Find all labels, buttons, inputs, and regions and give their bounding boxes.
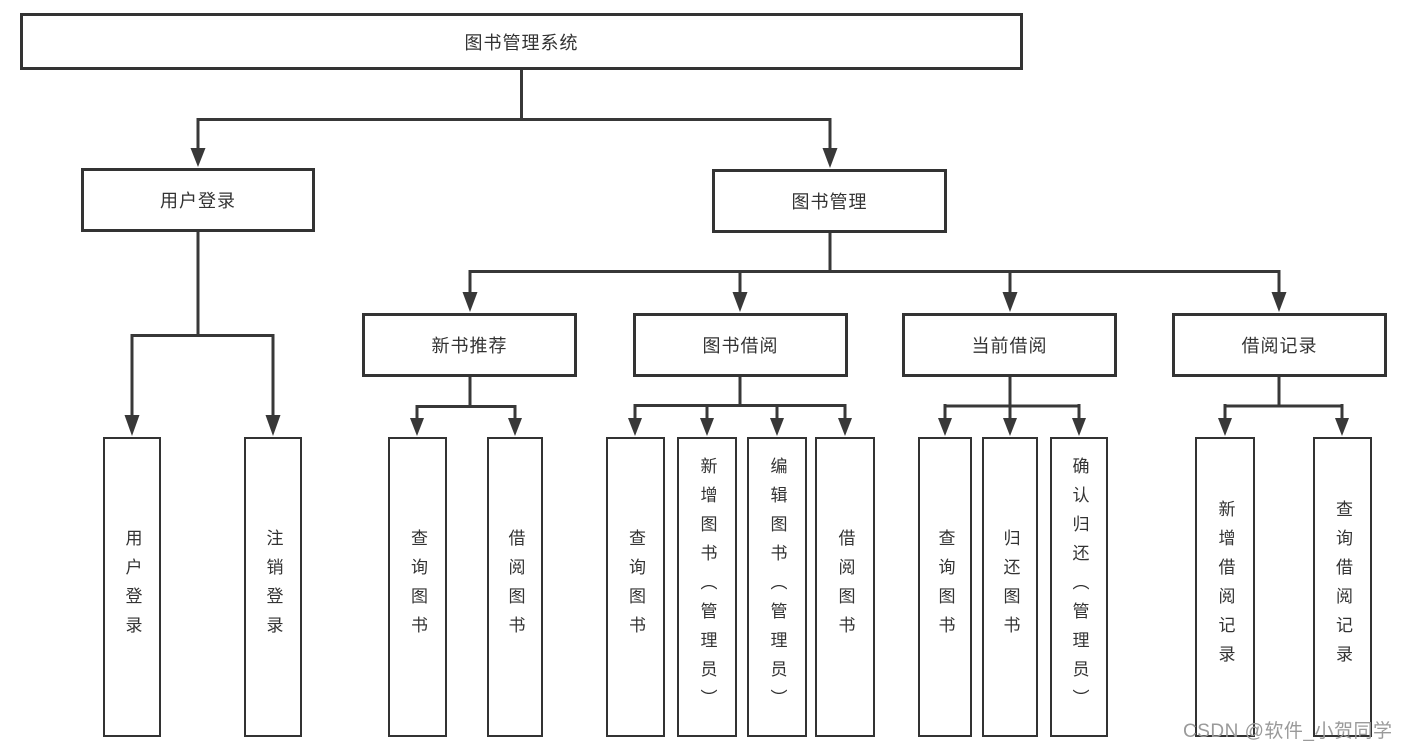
node-label: 编辑图书（管理员）	[767, 456, 787, 718]
node-label: 图书借阅	[702, 336, 779, 356]
node-leaf-logout: 注销登录	[244, 437, 302, 737]
node-label: 图书管理系统	[464, 32, 579, 53]
node-root: 图书管理系统	[20, 13, 1023, 70]
node-leaf-borrow-books: 借阅图书	[815, 437, 875, 737]
node-borrow-records: 借阅记录	[1172, 313, 1387, 377]
node-book-management: 图书管理	[712, 169, 947, 233]
node-label: 图书管理	[791, 192, 868, 212]
node-label: 确认归还（管理员）	[1069, 456, 1089, 718]
node-label: 查询图书	[935, 529, 955, 645]
node-label: 新书推荐	[431, 336, 508, 356]
node-leaf-query-books-borrow: 查询图书	[606, 437, 665, 737]
node-label: 查询图书	[408, 529, 427, 645]
node-label: 新增借阅记录	[1215, 500, 1235, 674]
node-leaf-user-login: 用户登录	[103, 437, 161, 737]
connector-book-borrow-branch	[628, 377, 852, 436]
node-leaf-return-book: 归还图书	[982, 437, 1038, 737]
node-leaf-edit-book-admin: 编辑图书（管理员）	[747, 437, 807, 737]
node-label: 借阅图书	[505, 529, 525, 645]
watermark-text: CSDN @软件_小贺同学	[1183, 721, 1393, 742]
node-label: 查询借阅记录	[1333, 500, 1352, 674]
node-leaf-query-books-recommend: 查询图书	[388, 437, 447, 737]
node-label: 当前借阅	[971, 336, 1048, 356]
node-label: 用户登录	[160, 191, 236, 211]
node-label: 归还图书	[1000, 529, 1020, 645]
node-label: 查询图书	[626, 529, 645, 645]
connector-root-to-level2	[190, 70, 838, 168]
node-user-login: 用户登录	[81, 168, 315, 232]
node-label: 新增图书（管理员）	[697, 456, 717, 718]
node-current-borrow: 当前借阅	[902, 313, 1117, 377]
connector-book-management-branch	[462, 233, 1287, 312]
node-label: 借阅图书	[835, 529, 855, 645]
node-leaf-borrow-books-recommend: 借阅图书	[487, 437, 543, 737]
node-leaf-confirm-return-admin: 确认归还（管理员）	[1050, 437, 1108, 737]
connector-new-book-branch	[410, 377, 522, 436]
connector-current-borrow-branch	[938, 377, 1086, 436]
node-new-book-recommend: 新书推荐	[362, 313, 577, 377]
node-leaf-add-borrow-record: 新增借阅记录	[1195, 437, 1255, 737]
node-leaf-add-book-admin: 新增图书（管理员）	[677, 437, 737, 737]
node-label: 注销登录	[263, 529, 283, 645]
node-leaf-query-books-current: 查询图书	[918, 437, 972, 737]
connector-borrow-records-branch	[1218, 377, 1349, 436]
node-book-borrow: 图书借阅	[633, 313, 848, 377]
connector-user-login-branch	[124, 232, 281, 436]
node-label: 借阅记录	[1241, 336, 1318, 356]
node-label: 用户登录	[122, 529, 142, 645]
node-leaf-query-borrow-record: 查询借阅记录	[1313, 437, 1372, 737]
